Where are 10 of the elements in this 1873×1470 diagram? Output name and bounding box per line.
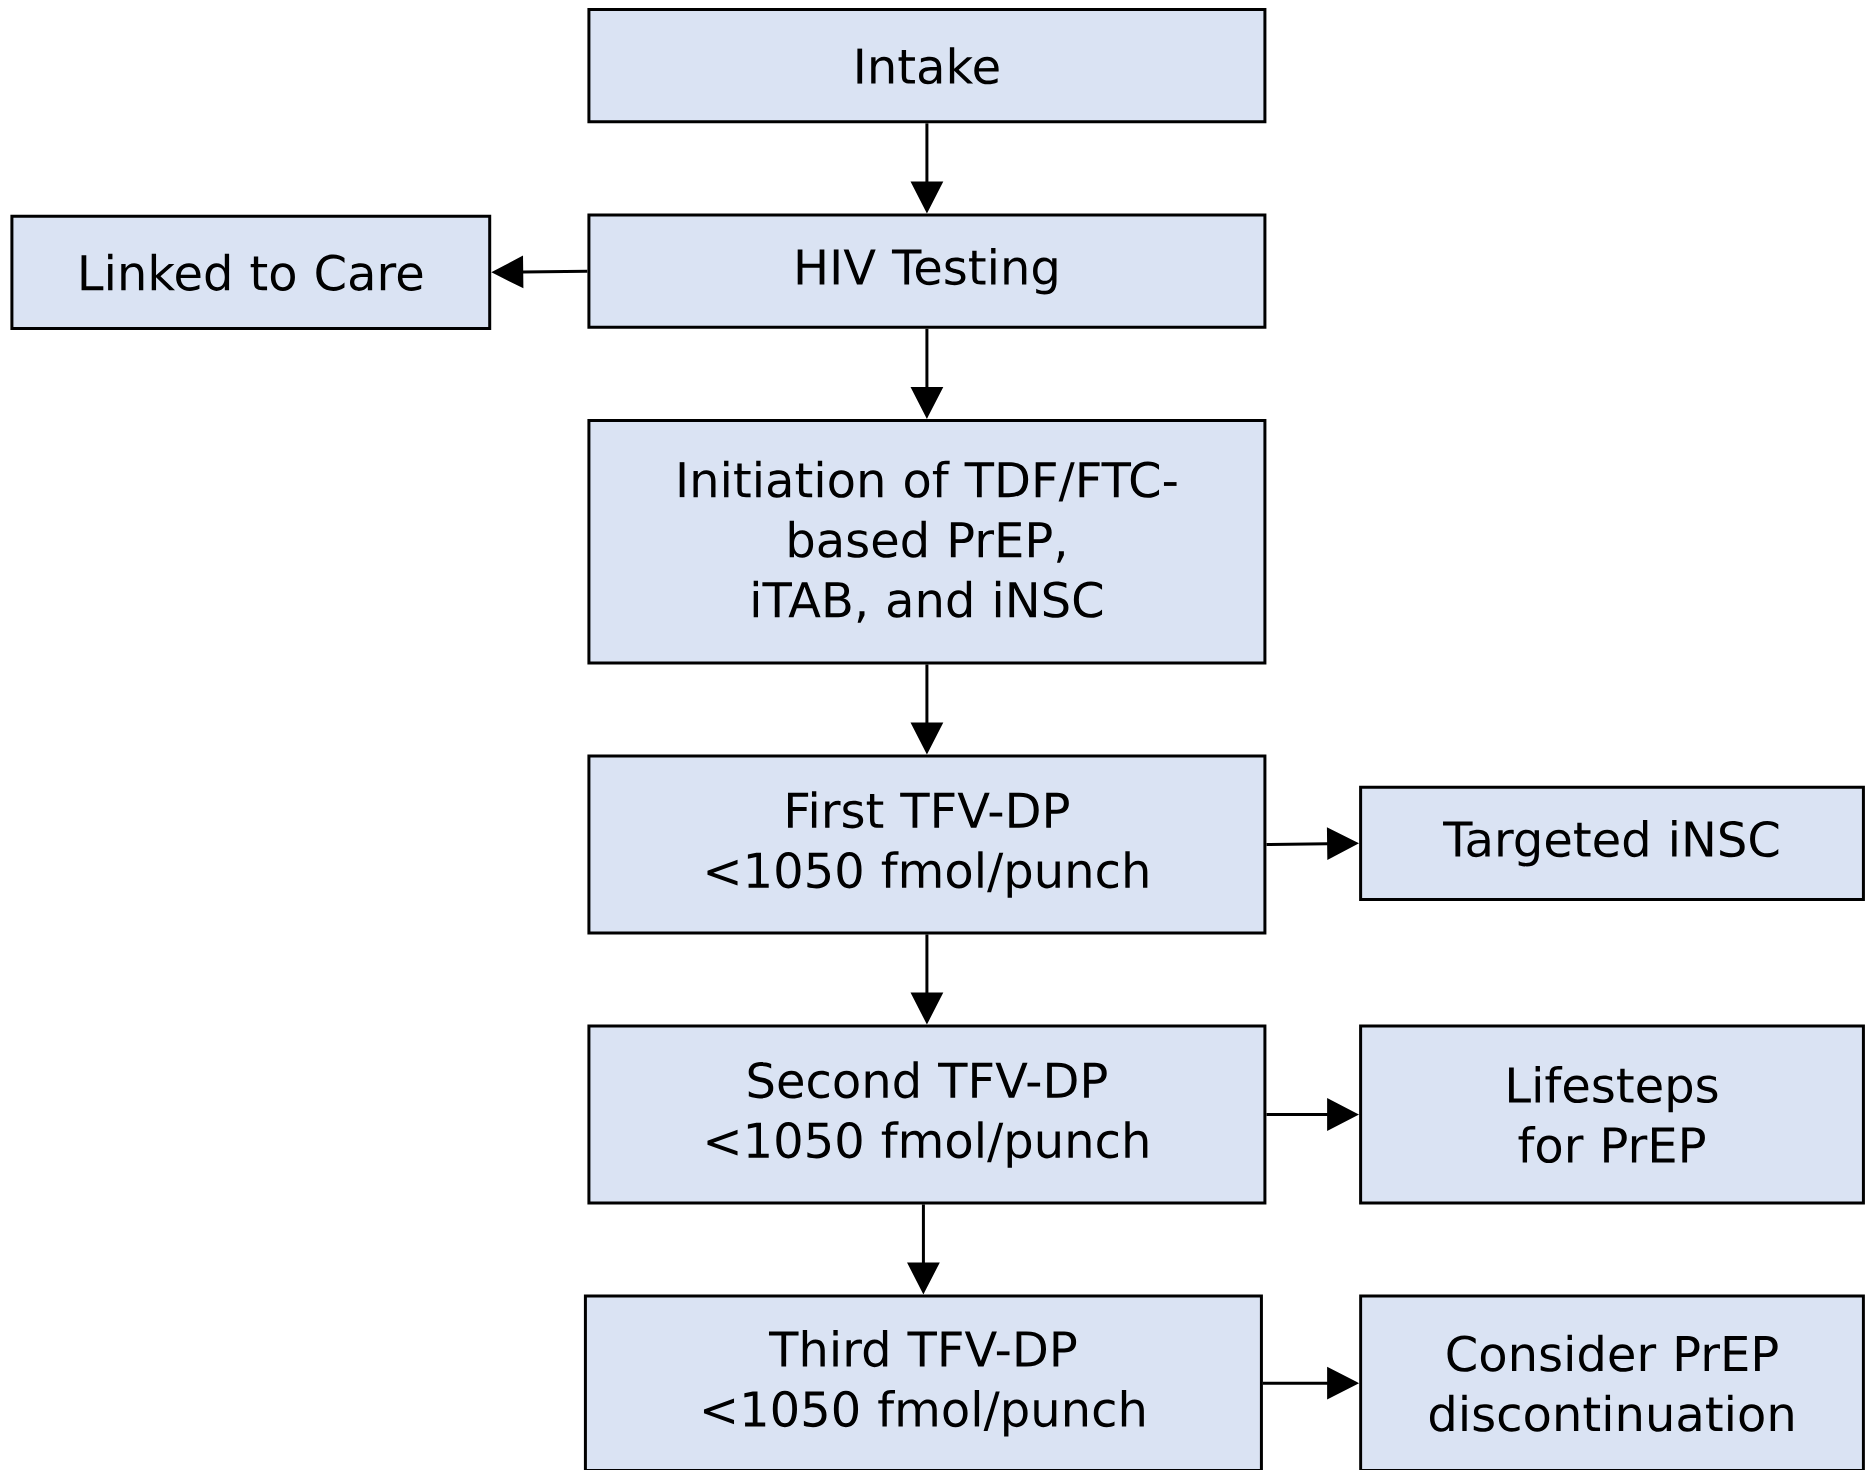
process-box: First TFV-DP <1050 fmol/punch: [587, 754, 1267, 935]
process-box: Lifesteps for PrEP: [1359, 1024, 1865, 1205]
process-box: Second TFV-DP <1050 fmol/punch: [587, 1024, 1267, 1205]
process-box: Third TFV-DP <1050 fmol/punch: [583, 1294, 1263, 1470]
process-box: Consider PrEP discontinuation: [1359, 1294, 1865, 1470]
process-box: Linked to Care: [10, 214, 492, 330]
process-box: Targeted iNSC: [1359, 785, 1865, 901]
process-box: Initiation of TDF/FTC-based PrEP, iTAB, and iNSC: [587, 419, 1267, 665]
process-box: HIV Testing: [587, 213, 1267, 329]
process-box: Intake: [587, 8, 1267, 124]
